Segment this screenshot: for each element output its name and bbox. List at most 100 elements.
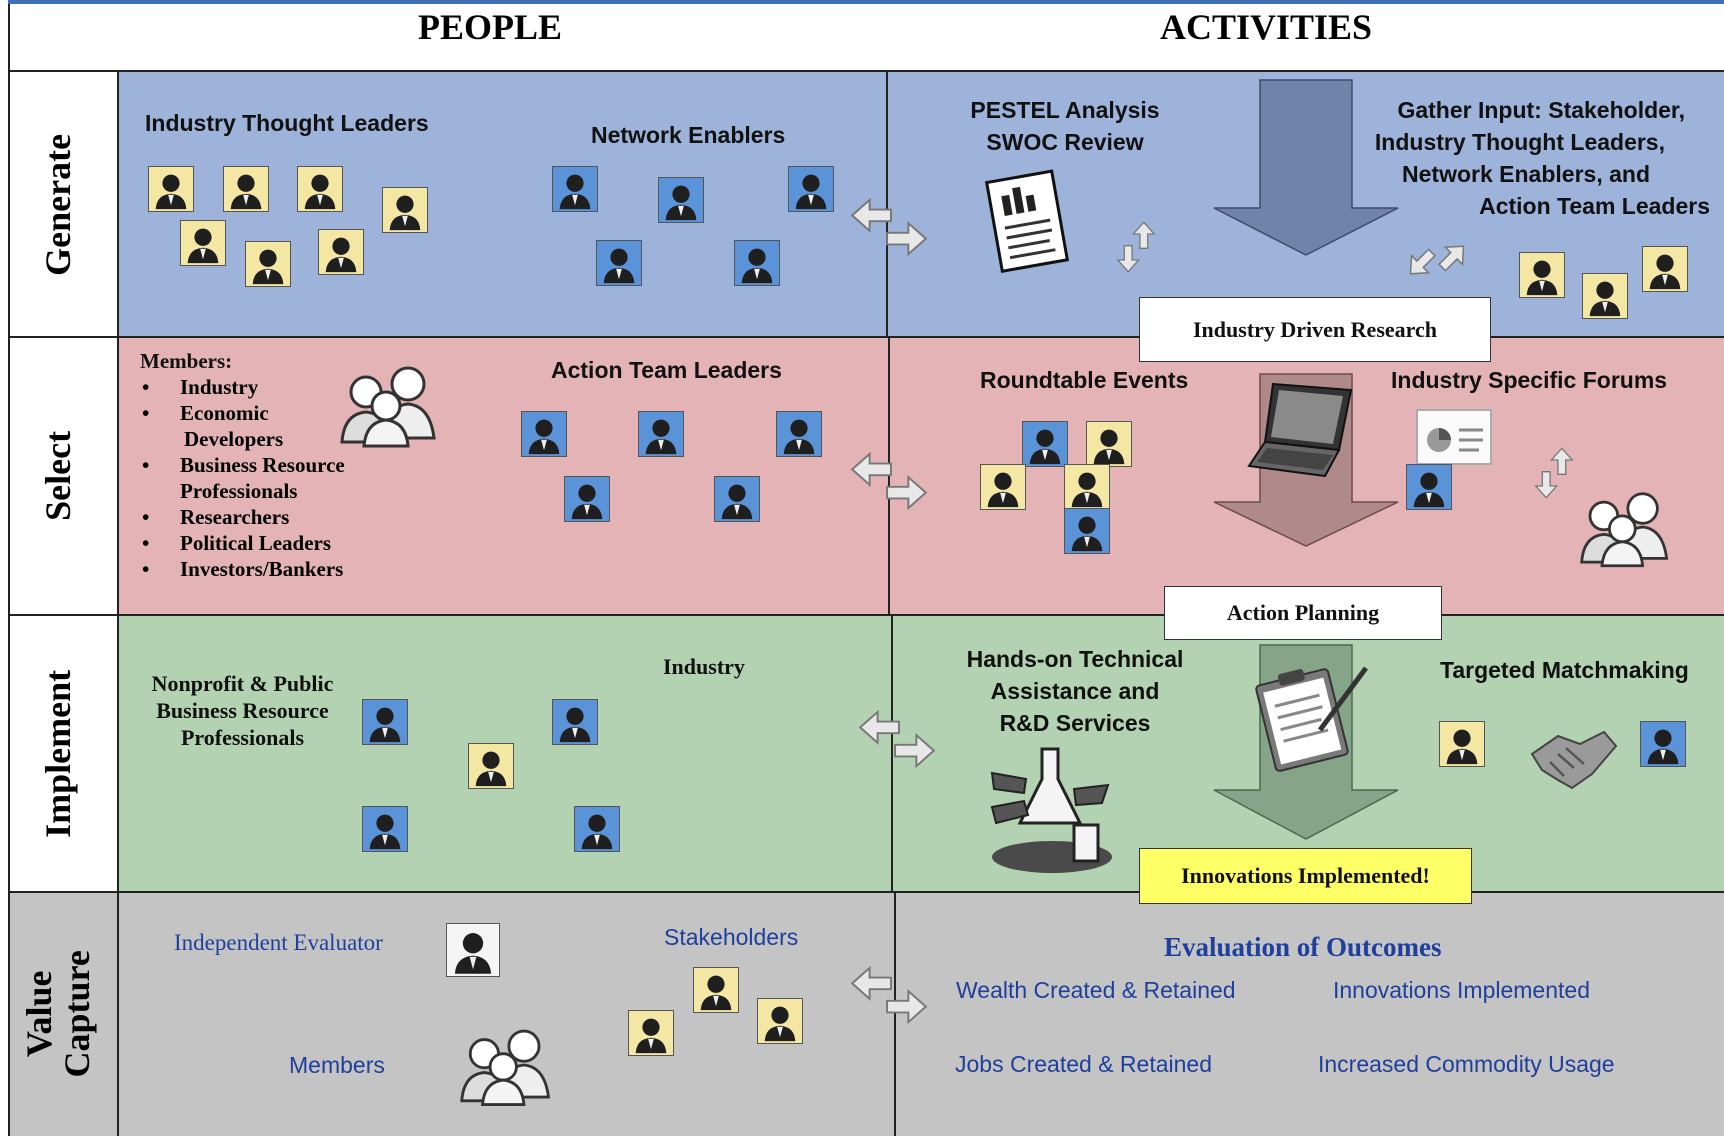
member-item-cont: Professionals	[180, 479, 298, 503]
person-silhouette-icon	[693, 967, 739, 1013]
person-silhouette-icon	[564, 476, 610, 522]
capture-line: Capture	[57, 950, 97, 1078]
person-silhouette-icon	[1086, 421, 1132, 467]
person-silhouette-icon	[1519, 252, 1565, 298]
row-line-2	[8, 614, 1724, 616]
evaluation-title: Evaluation of Outcomes	[1164, 932, 1442, 962]
industry-driven-research-box: Industry Driven Research	[1139, 297, 1491, 362]
member-item: Political Leaders	[140, 530, 345, 556]
group-people-icon	[340, 366, 436, 448]
handson-line-1: Hands-on Technical	[966, 646, 1184, 672]
member-item-cont: Developers	[184, 427, 284, 451]
person-silhouette-icon	[552, 699, 598, 745]
independent-evaluator-label: Independent Evaluator	[174, 930, 383, 955]
person-silhouette-icon	[980, 464, 1026, 510]
people-activities-divider-4	[894, 892, 896, 1136]
person-silhouette-shape	[475, 751, 507, 787]
person-silhouette-icon	[362, 806, 408, 852]
row-label-generate: Generate	[0, 72, 118, 337]
roundtable-events-label: Roundtable Events	[980, 367, 1189, 393]
person-silhouette-icon	[1642, 246, 1688, 292]
person-silhouette-icon	[1064, 508, 1110, 554]
person-silhouette-icon	[446, 923, 500, 977]
person-silhouette-icon	[714, 476, 760, 522]
header-activities: ACTIVITIES	[1160, 7, 1373, 47]
header-people: PEOPLE	[418, 7, 563, 47]
person-silhouette-shape	[1526, 260, 1558, 296]
person-silhouette-icon	[552, 166, 598, 212]
person-silhouette-shape	[581, 814, 613, 850]
pestel-line-2: SWOC Review	[986, 129, 1144, 155]
row-label-implement-text: Implement	[38, 669, 79, 838]
person-silhouette-icon	[245, 241, 291, 287]
person-silhouette-icon	[180, 220, 226, 266]
laptop-icon	[1247, 382, 1353, 478]
person-silhouette-shape	[187, 228, 219, 264]
person-silhouette-icon	[297, 166, 343, 212]
person-silhouette-shape	[369, 814, 401, 850]
person-silhouette-icon	[788, 166, 834, 212]
row-line-1	[8, 336, 1724, 338]
person-silhouette-shape	[252, 249, 284, 285]
person-silhouette-icon	[148, 166, 194, 212]
person-silhouette-icon	[658, 177, 704, 223]
gather-line-2: Industry Thought Leaders,	[1374, 129, 1665, 155]
band-value-capture	[8, 892, 1724, 1136]
commodity-usage-label: Increased Commodity Usage	[1318, 1051, 1615, 1077]
row-label-implement: Implement	[0, 615, 118, 892]
person-silhouette-shape	[1649, 254, 1681, 290]
members-title: Members:	[140, 349, 233, 373]
industry-label: Industry	[663, 654, 745, 679]
gather-input-label: Gather Input: Stakeholder, Industry Thou…	[1330, 94, 1710, 222]
person-silhouette-shape	[665, 185, 697, 221]
nonprofit-label: Nonprofit & Public Business Resource Pro…	[135, 670, 350, 751]
group-people-icon	[460, 1029, 551, 1106]
down-funnel-arrow-icon	[1213, 79, 1399, 256]
person-silhouette-shape	[635, 1018, 667, 1054]
bidirectional-arrow-icon	[1534, 447, 1574, 499]
industry-thought-leaders-label: Industry Thought Leaders	[145, 110, 429, 136]
person-silhouette-shape	[454, 933, 492, 974]
bidirectional-arrow-icon	[1409, 245, 1465, 275]
gather-line-3: Network Enablers, and	[1402, 161, 1650, 187]
member-item-text: Economic	[180, 401, 269, 425]
member-item: Researchers	[140, 504, 345, 530]
stakeholders-label: Stakeholders	[664, 924, 799, 950]
person-silhouette-icon	[1064, 464, 1110, 510]
industry-forums-label: Industry Specific Forums	[1391, 367, 1668, 393]
person-silhouette-shape	[987, 472, 1019, 508]
person-silhouette-icon	[1406, 464, 1452, 510]
person-silhouette-icon	[468, 743, 514, 789]
members-label: Members	[289, 1052, 385, 1078]
report-document-icon	[984, 169, 1070, 273]
person-silhouette-shape	[783, 419, 815, 455]
row-line-3	[8, 891, 1724, 893]
jobs-created-label: Jobs Created & Retained	[955, 1051, 1212, 1077]
person-silhouette-shape	[230, 174, 262, 210]
handson-line-3: R&D Services	[999, 710, 1151, 736]
person-silhouette-icon	[521, 411, 567, 457]
person-silhouette-icon	[1022, 421, 1068, 467]
person-silhouette-shape	[1589, 281, 1621, 317]
person-silhouette-icon	[757, 998, 803, 1044]
top-border	[8, 0, 1724, 4]
person-silhouette-shape	[1071, 516, 1103, 552]
person-silhouette-shape	[1446, 729, 1478, 765]
value-line: Value	[19, 970, 60, 1058]
person-silhouette-icon	[638, 411, 684, 457]
person-silhouette-shape	[559, 707, 591, 743]
bidirectional-arrow-icon	[850, 965, 928, 1025]
person-silhouette-shape	[1647, 729, 1679, 765]
person-silhouette-shape	[645, 419, 677, 455]
person-silhouette-icon	[734, 240, 780, 286]
people-activities-divider	[886, 72, 888, 337]
person-silhouette-shape	[721, 484, 753, 520]
person-silhouette-shape	[304, 174, 336, 210]
person-silhouette-shape	[155, 174, 187, 210]
person-silhouette-icon	[574, 806, 620, 852]
bidirectional-arrow-icon	[858, 709, 936, 769]
